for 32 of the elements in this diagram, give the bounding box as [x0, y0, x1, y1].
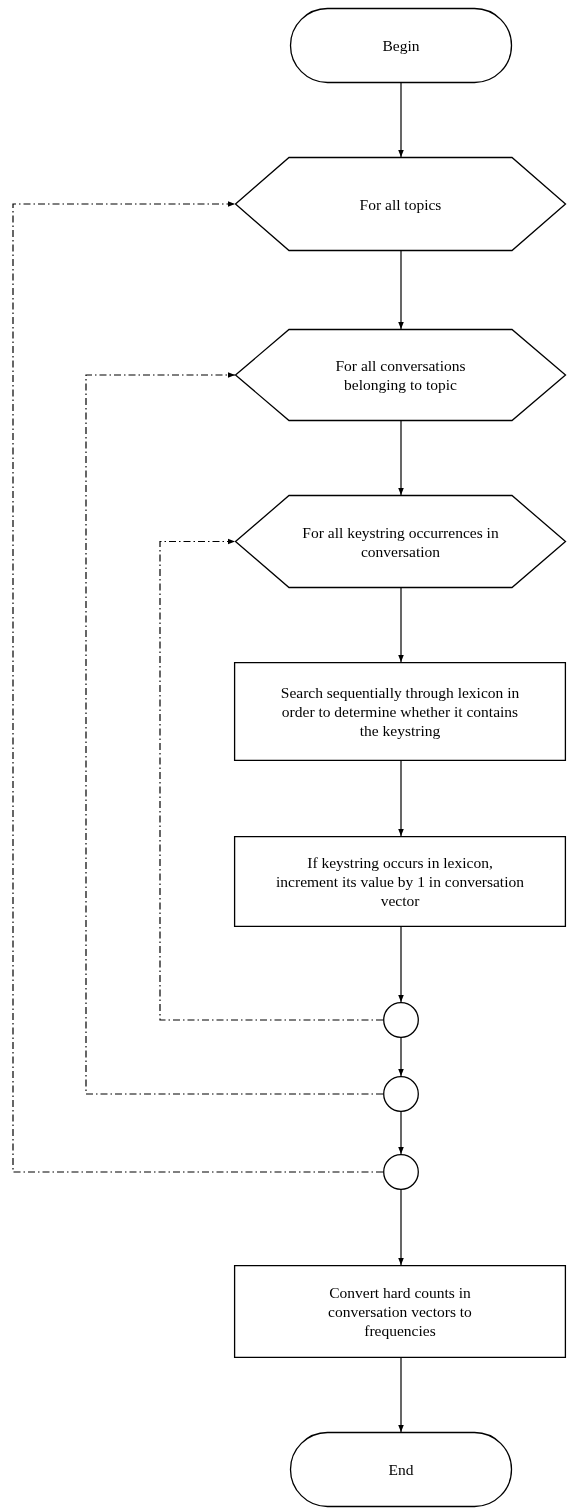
process-box	[234, 836, 566, 927]
arrow	[398, 1037, 404, 1077]
arrow	[398, 250, 404, 330]
connector-circle	[383, 1154, 419, 1190]
node-text: For all conversations belonging to topic	[334, 356, 467, 394]
arrow	[398, 1357, 404, 1433]
loop-hexagon	[235, 157, 566, 251]
node-text: For all keystring occurrences in conversation	[301, 522, 500, 561]
node-text: Convert hard counts in conversation vectors to frequencies	[327, 1283, 473, 1340]
loop-hexagon	[235, 329, 566, 421]
dash-dot-arrow	[159, 538, 384, 1021]
node-text: End	[388, 1460, 414, 1479]
connector-circle	[383, 1076, 419, 1112]
terminal-shape	[290, 1432, 512, 1507]
loop-hexagon	[235, 495, 566, 588]
arrow	[398, 82, 404, 158]
node-text: Begin	[382, 36, 420, 55]
node-text: For all topics	[359, 194, 442, 214]
node-text: If keystring occurs in lexicon, increment its value by 1 in conversation vector	[275, 853, 525, 910]
arrow	[398, 760, 404, 837]
terminal-shape	[290, 8, 512, 83]
node-text: Search sequentially through lexicon in order to determine whether it contains the keystring	[279, 683, 521, 740]
arrow	[398, 926, 404, 1003]
arrow	[398, 587, 404, 663]
arrow	[398, 1111, 404, 1155]
process-box	[234, 662, 566, 761]
connector-circle	[383, 1002, 419, 1038]
process-box	[234, 1265, 566, 1358]
arrow	[398, 1189, 404, 1266]
dash-dot-arrow	[85, 372, 384, 1095]
arrow	[398, 420, 404, 496]
dash-dot-arrow	[12, 201, 384, 1173]
